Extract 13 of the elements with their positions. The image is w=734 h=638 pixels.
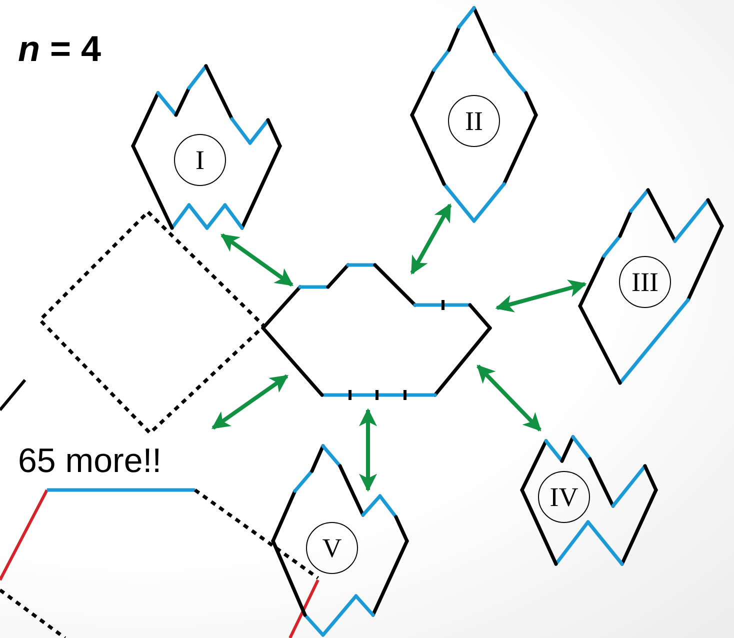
title: n = 4	[18, 28, 102, 70]
double-arrow	[410, 203, 452, 275]
numeral-label: IV	[538, 471, 590, 523]
numeral-label: V	[306, 522, 358, 574]
double-arrow	[495, 280, 587, 312]
numeral-label: II	[448, 95, 500, 147]
double-arrow	[476, 364, 542, 432]
double-arrow	[359, 408, 377, 492]
note-text: 65 more!!	[18, 444, 162, 478]
double-arrow	[220, 233, 294, 287]
double-arrow	[212, 374, 288, 430]
numeral-label: I	[174, 134, 226, 186]
numeral-label: III	[619, 256, 671, 308]
